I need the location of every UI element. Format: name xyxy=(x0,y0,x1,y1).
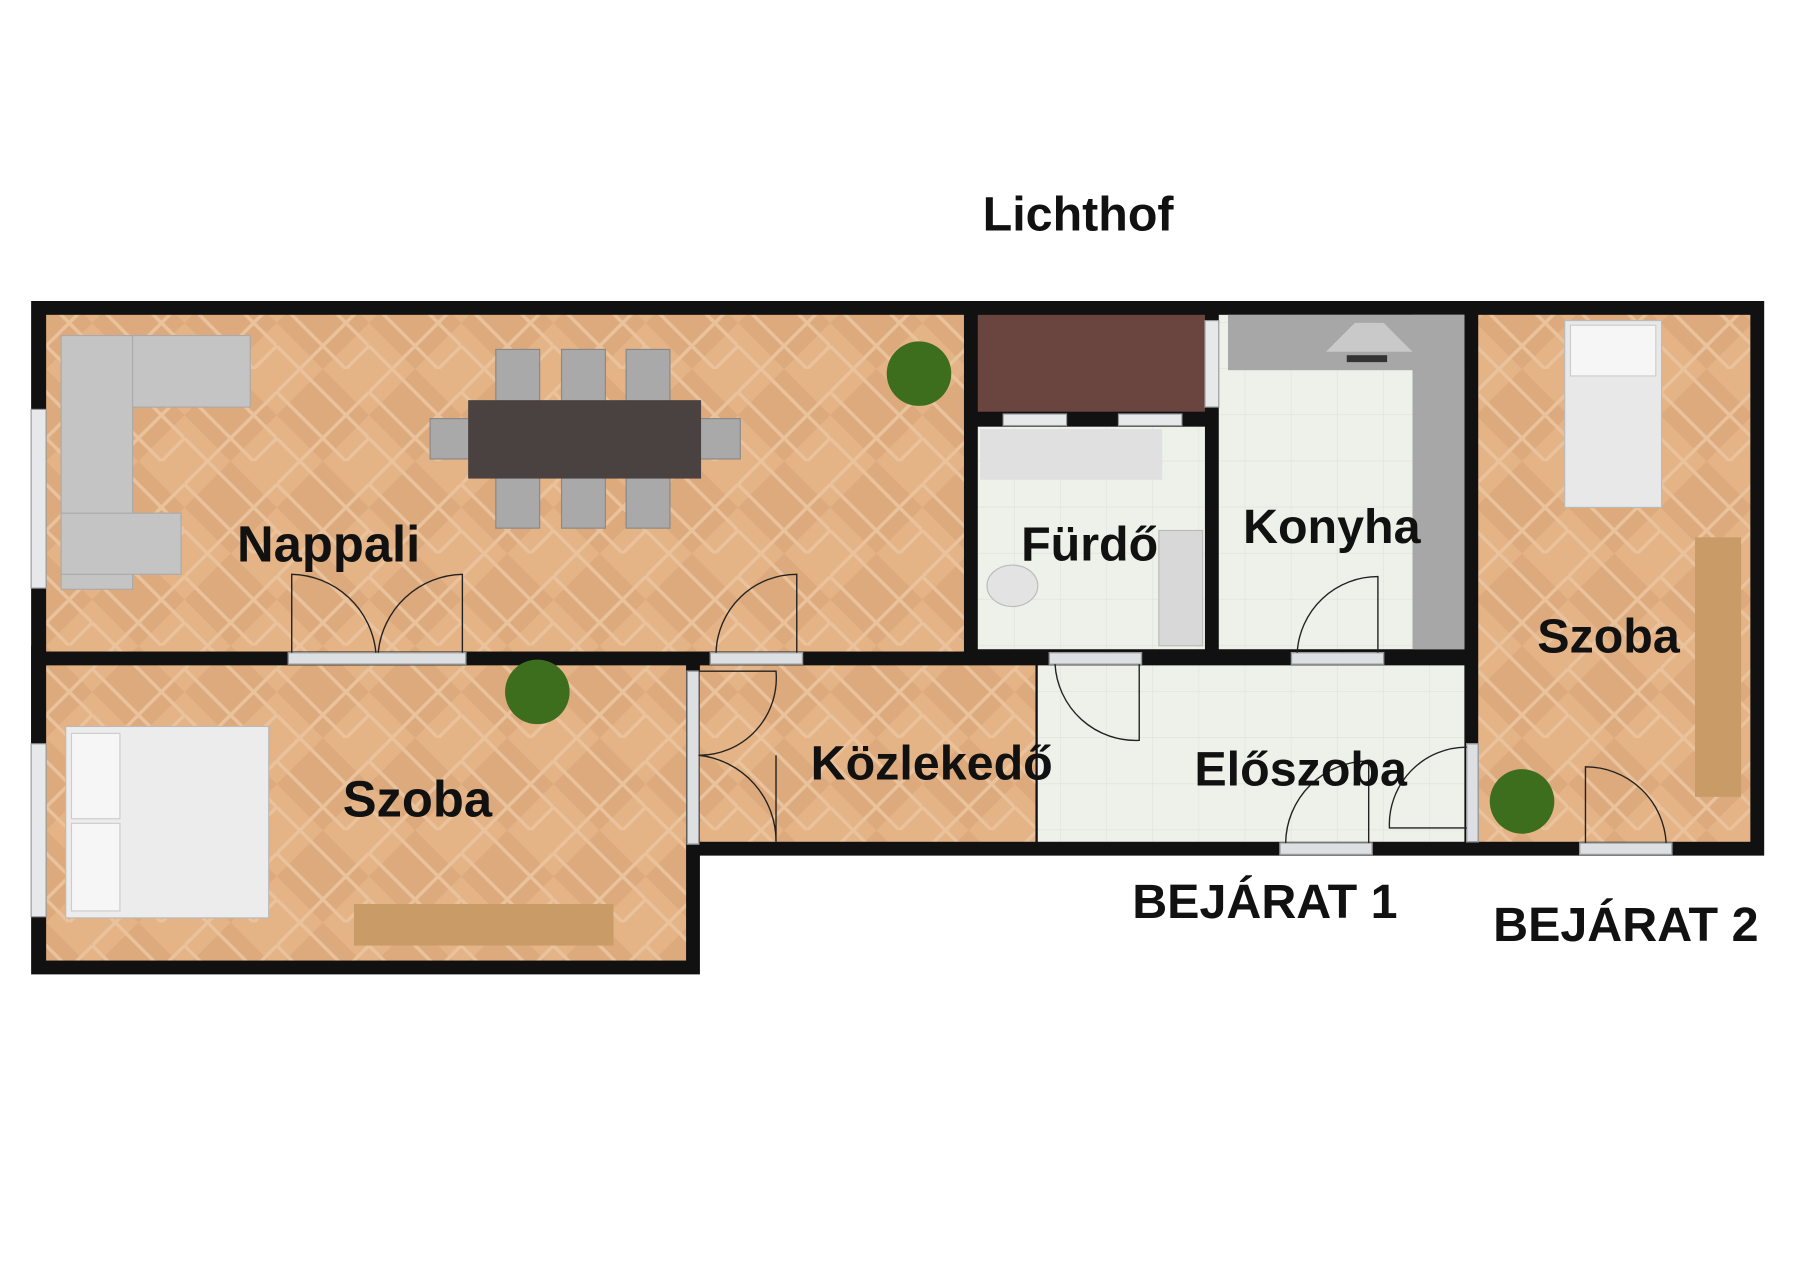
room-label-kozlekedo: Közlekedő xyxy=(811,737,1053,791)
plant-icon xyxy=(886,341,952,406)
room-eloszoba xyxy=(1037,665,1465,842)
desk xyxy=(1695,537,1742,797)
plant-icon xyxy=(505,659,570,725)
single-bed xyxy=(1564,320,1663,508)
toilet xyxy=(986,564,1039,608)
room-label-konyha: Konyha xyxy=(1243,500,1422,554)
plant-icon xyxy=(1489,769,1555,834)
room-label-eloszoba: Előszoba xyxy=(1194,742,1408,796)
bathtub xyxy=(980,428,1204,647)
desk xyxy=(353,904,614,946)
room-label-szoba-right: Szoba xyxy=(1537,610,1681,664)
sofa xyxy=(60,335,251,590)
entrance-1-label: BEJÁRAT 1 xyxy=(1132,875,1397,929)
doors[interactable] xyxy=(287,573,1673,856)
room-label-szoba-left: Szoba xyxy=(343,770,493,827)
double-bed xyxy=(65,725,270,919)
kitchen-counter xyxy=(1228,314,1465,650)
room-label-furdo: Fürdő xyxy=(1021,517,1158,571)
windows xyxy=(30,320,1220,918)
entrance-2-label: BEJÁRAT 2 xyxy=(1493,898,1758,952)
lichthof-label: Lichthof xyxy=(983,188,1175,242)
dining-table xyxy=(429,348,741,529)
room-label-nappali: Nappali xyxy=(237,516,420,573)
closet xyxy=(977,314,1205,412)
room-kozlekedo xyxy=(699,665,1036,842)
